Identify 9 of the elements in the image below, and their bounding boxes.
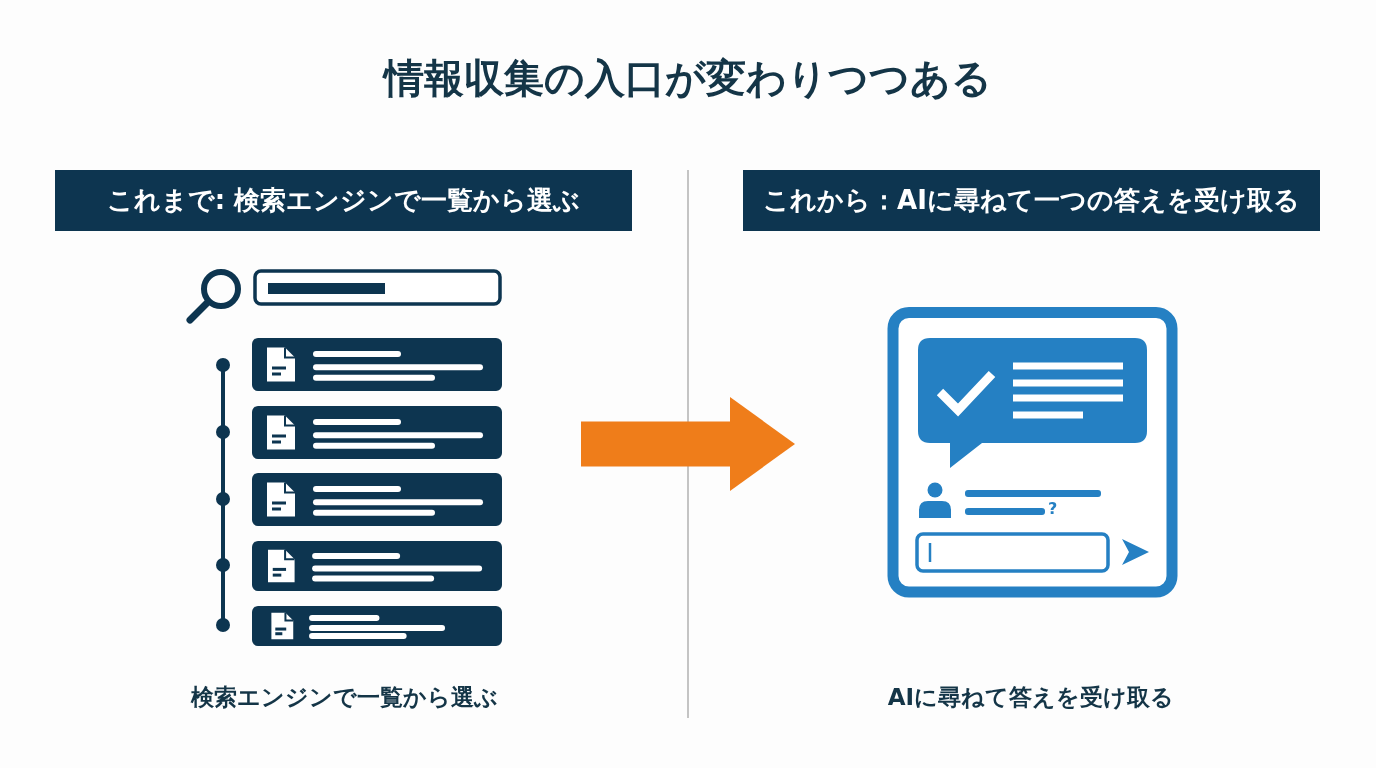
- arrow: [581, 397, 795, 491]
- section-header: これまで: 検索エンジンで一覧から選ぶ: [55, 170, 632, 231]
- section-header: これから：AIに尋ねて一つの答えを受け取る: [743, 170, 1320, 231]
- search-results-illustration: [185, 268, 503, 648]
- caption: 検索エンジンで一覧から選ぶ: [190, 683, 498, 712]
- diagram-title: 情報収集の入口が変わりつつある: [384, 54, 992, 103]
- question-mark: ?: [1048, 501, 1058, 517]
- caption: AIに尋ねて答えを受け取る: [887, 683, 1175, 712]
- chat-window-illustration: [887, 307, 1178, 598]
